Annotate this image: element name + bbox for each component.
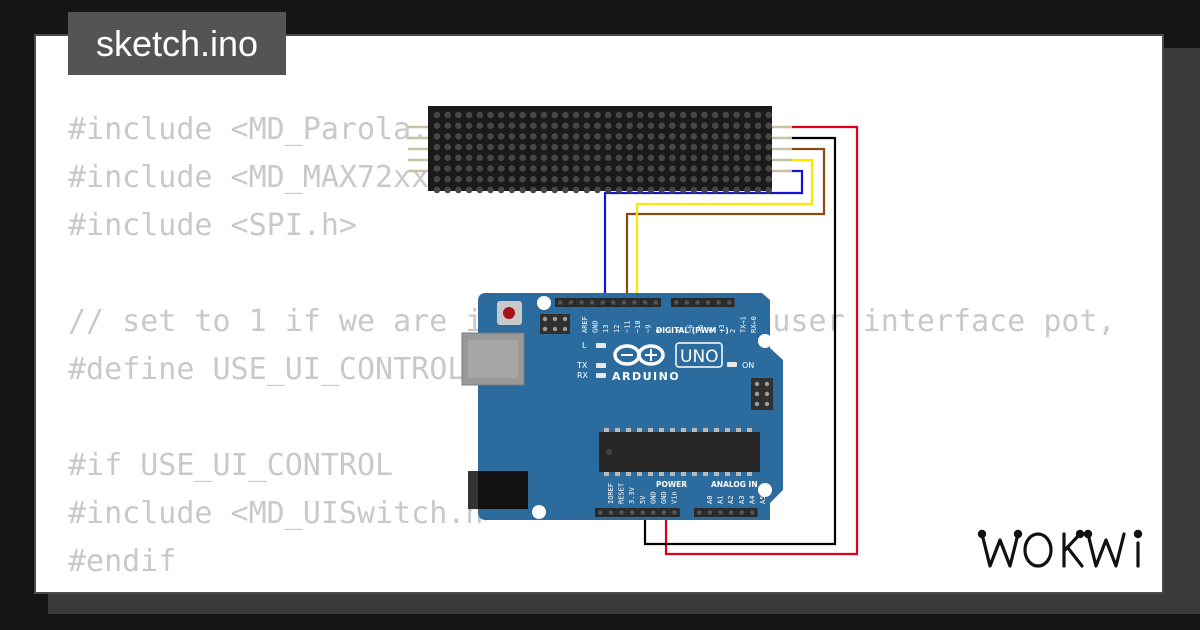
power-label: POWER <box>656 480 687 489</box>
usb-port-inner <box>468 340 518 378</box>
led-matrix-module[interactable] <box>408 106 792 194</box>
status-leds: L TX RX ON <box>576 341 754 380</box>
led-l-label: L <box>582 341 587 350</box>
file-tab[interactable]: sketch.ino <box>68 12 286 75</box>
pin-label: A4 <box>748 496 756 504</box>
pin-label: IOREF <box>607 483 615 504</box>
pin-label: A5 <box>759 496 767 504</box>
icsp-header-right <box>751 378 773 410</box>
wire-vcc <box>664 125 859 556</box>
wire-din <box>603 169 804 303</box>
matrix-output-pins <box>772 125 792 173</box>
arduino-logo: ARDUINO UNO <box>612 342 723 383</box>
pin-label: A1 <box>717 496 725 504</box>
digital-header <box>555 298 735 307</box>
microcontroller-chip <box>599 428 760 476</box>
pin-label: 13 <box>602 325 610 333</box>
pin-label: 3.3V <box>628 486 636 504</box>
pin-label: GND <box>649 491 657 504</box>
analog-header <box>694 508 758 517</box>
pin-label: GND <box>660 491 668 504</box>
pin-label: A2 <box>727 496 735 504</box>
analog-label: ANALOG IN <box>711 480 758 489</box>
pin-label: 5V <box>639 495 647 504</box>
matrix-input-pins <box>408 125 428 173</box>
code-line: #define USE_UI_CONTROL 0 <box>68 352 502 387</box>
led-on <box>727 362 737 367</box>
pin-label: 7 <box>676 329 684 333</box>
mounting-holes <box>532 296 772 519</box>
code-line: #endif <box>68 544 177 579</box>
pin-label: ~3 <box>718 325 726 333</box>
pin-label: 2 <box>729 329 737 333</box>
wire-gnd <box>643 136 837 546</box>
code-line: #if USE_UI_CONTROL <box>68 448 394 483</box>
wokwi-logo-mark <box>977 529 1143 568</box>
pin-label: 4 <box>708 329 716 333</box>
matrix-dots <box>433 111 772 194</box>
pin-label: RX←0 <box>750 316 758 333</box>
brand-text: ARDUINO <box>612 370 680 383</box>
led-tx <box>596 363 606 368</box>
pin-label: Vin <box>671 491 679 504</box>
power-header <box>595 508 680 517</box>
wire-clk <box>625 147 826 303</box>
led-rx-label: RX <box>577 371 589 380</box>
code-line: #include <MD_UISwitch.h> <box>68 496 502 531</box>
pin-label: ~6 <box>686 325 694 333</box>
reset-button-cap[interactable] <box>503 307 515 319</box>
pin-label: ~9 <box>645 325 653 333</box>
wire-cs <box>635 158 814 303</box>
infinity-icon <box>613 344 665 366</box>
pin-label: ~11 <box>623 320 631 333</box>
led-l <box>596 343 606 348</box>
code-line: #include <SPI.h> <box>68 208 357 243</box>
icsp-header-top <box>540 314 570 334</box>
code-line: #include <MD_Parola.h> <box>68 112 466 147</box>
pin-label: ~10 <box>634 320 642 333</box>
pin-label: AREF <box>581 316 589 333</box>
pin-label: ~5 <box>697 325 705 333</box>
model-text: UNO <box>680 347 719 367</box>
pin-label: RESET <box>618 482 626 504</box>
led-rx <box>596 373 606 378</box>
pin-label: A0 <box>706 496 714 504</box>
led-tx-label: TX <box>576 361 588 370</box>
pin-label: TX→1 <box>739 316 747 333</box>
wokwi-logo <box>977 529 1143 568</box>
pin-label: 8 <box>655 329 663 333</box>
pin-label: 12 <box>613 325 621 333</box>
pin-label: A3 <box>738 496 746 504</box>
model-badge <box>675 342 723 368</box>
led-on-label: ON <box>742 361 754 370</box>
pin-label: GND <box>592 320 600 333</box>
wires <box>603 125 859 556</box>
digital-label: DIGITAL (PWM ~) <box>656 326 729 335</box>
power-jack-front <box>468 471 478 509</box>
